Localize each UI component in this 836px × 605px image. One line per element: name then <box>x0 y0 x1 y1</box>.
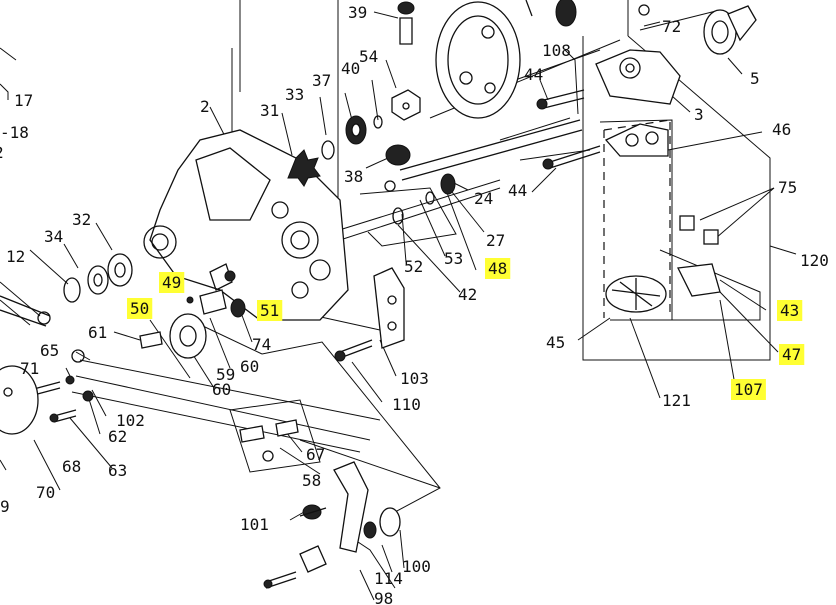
label-44-top: 44 <box>524 65 543 84</box>
label-12: 12 <box>6 247 25 266</box>
label-70: 70 <box>36 483 55 502</box>
label-72: 72 <box>662 17 681 36</box>
label-74: 74 <box>252 335 271 354</box>
label-60-lower: 60 <box>212 380 231 399</box>
label-62: 62 <box>108 427 127 446</box>
label-24: 24 <box>474 189 493 208</box>
label-33: 33 <box>285 85 304 104</box>
label-107: 107 <box>734 380 763 399</box>
label-68: 68 <box>62 457 81 476</box>
label-108: 108 <box>542 41 571 60</box>
label-53: 53 <box>444 249 463 268</box>
label-44-mid: 44 <box>508 181 527 200</box>
label-101: 101 <box>240 515 269 534</box>
highlight-box <box>731 379 766 400</box>
label-100: 100 <box>402 557 431 576</box>
label-5: 5 <box>750 69 760 88</box>
highlighted-part-labels: 49 50 51 48 43 47 107 <box>130 259 801 399</box>
label-114: 114 <box>374 569 403 588</box>
label-103: 103 <box>400 369 429 388</box>
label-3: 3 <box>694 105 704 124</box>
label-34: 34 <box>44 227 63 246</box>
label-50: 50 <box>130 299 149 318</box>
label-17: 17 <box>14 91 33 110</box>
label-47: 47 <box>782 345 801 364</box>
label-102: 102 <box>116 411 145 430</box>
label-71: 71 <box>20 359 39 378</box>
label-2-edge: 2 <box>0 143 4 162</box>
label-52: 52 <box>404 257 423 276</box>
label-31: 31 <box>260 101 279 120</box>
label-38: 38 <box>344 167 363 186</box>
highlight-box <box>485 258 511 279</box>
label-39: 39 <box>348 3 367 22</box>
parts <box>0 0 757 589</box>
highlight-box <box>257 300 283 321</box>
highlight-box <box>159 272 185 293</box>
label-60-upper: 60 <box>240 357 259 376</box>
label-98: 98 <box>374 589 393 605</box>
highlight-box <box>779 344 805 365</box>
label-18: -18 <box>0 123 29 142</box>
label-2: 2 <box>200 97 210 116</box>
label-46: 46 <box>772 120 791 139</box>
label-48: 48 <box>488 259 507 278</box>
label-9: 9 <box>0 497 10 516</box>
label-54: 54 <box>359 47 378 66</box>
label-42: 42 <box>458 285 477 304</box>
label-121: 121 <box>662 391 691 410</box>
label-75: 75 <box>778 178 797 197</box>
label-61: 61 <box>88 323 107 342</box>
label-27: 27 <box>486 231 505 250</box>
label-51: 51 <box>260 301 279 320</box>
label-110: 110 <box>392 395 421 414</box>
label-37: 37 <box>312 71 331 90</box>
label-43: 43 <box>780 301 799 320</box>
label-65: 65 <box>40 341 59 360</box>
label-67: 67 <box>306 445 325 464</box>
label-58: 58 <box>302 471 321 490</box>
highlight-box <box>127 298 153 319</box>
highlight-boxes <box>127 258 805 400</box>
label-120: 120 <box>800 251 829 270</box>
label-40: 40 <box>341 59 360 78</box>
label-32: 32 <box>72 210 91 229</box>
label-63: 63 <box>108 461 127 480</box>
label-49: 49 <box>162 273 181 292</box>
label-59: 59 <box>216 365 235 384</box>
part-labels: 17 -18 2 12 34 32 2 31 33 37 40 54 39 38… <box>0 3 829 605</box>
highlight-box <box>777 300 803 321</box>
label-45: 45 <box>546 333 565 352</box>
